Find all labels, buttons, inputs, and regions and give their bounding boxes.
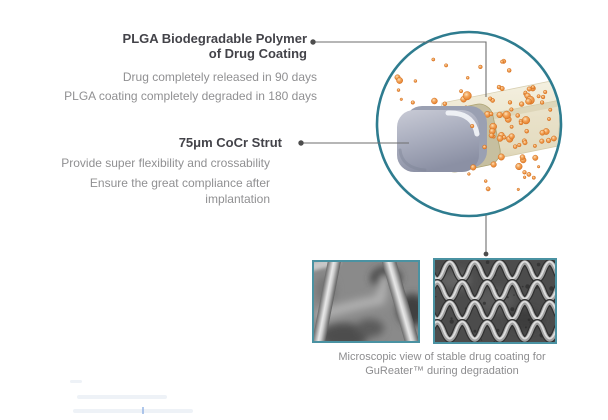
strut-cube-front-face	[397, 110, 479, 172]
strut-fact-flexibility: Provide super flexibility and crossabili…	[61, 156, 270, 170]
micrograph-connector-dot	[483, 251, 489, 257]
strut-fact-compliance: Ensure the great compliance after implan…	[89, 175, 270, 207]
strut-callout: 75μm CoCr Strut Provide super flexibilit…	[40, 135, 282, 211]
strut-description: Provide super flexibility and crossabili…	[40, 155, 282, 208]
faint-watermark	[142, 407, 144, 414]
caption-line1: Microscopic view of stable drug coating …	[338, 351, 546, 363]
coating-title-line1: PLGA Biodegradable Polymer	[122, 31, 307, 46]
strut-connector-dot	[298, 140, 304, 146]
coating-fact-release: Drug completely released in 90 days	[122, 70, 317, 84]
faint-watermark	[77, 395, 167, 399]
sem-mesh-wires	[435, 260, 555, 342]
coating-title-line2: of Drug Coating	[208, 46, 307, 61]
strut-cube	[397, 106, 487, 172]
micrograph-mesh-image	[433, 258, 557, 344]
micrograph-struts-image	[312, 260, 420, 343]
strut-cube-highlight	[445, 110, 480, 137]
strut-title: 75μm CoCr Strut	[178, 135, 282, 150]
faint-watermark	[70, 380, 82, 383]
coating-fact-degrade: PLGA coating completely degraded in 180 …	[64, 89, 317, 103]
faint-watermark	[73, 409, 193, 413]
coating-description: Drug completely released in 90 days PLGA…	[40, 68, 317, 106]
coating-callout: PLGA Biodegradable Polymer of Drug Coati…	[40, 31, 317, 106]
strut-coating-illustration	[375, 30, 563, 218]
illustration-clip-group	[378, 33, 560, 215]
caption-line2: GuReater™ during degradation	[365, 365, 519, 377]
micrograph-caption: Microscopic view of stable drug coating …	[320, 350, 564, 378]
strut-cube-shadow-edge	[398, 148, 427, 172]
sem-strut-wires	[314, 262, 418, 341]
magnifier-circle	[375, 30, 563, 218]
coating-title: PLGA Biodegradable Polymer of Drug Coati…	[40, 31, 317, 61]
